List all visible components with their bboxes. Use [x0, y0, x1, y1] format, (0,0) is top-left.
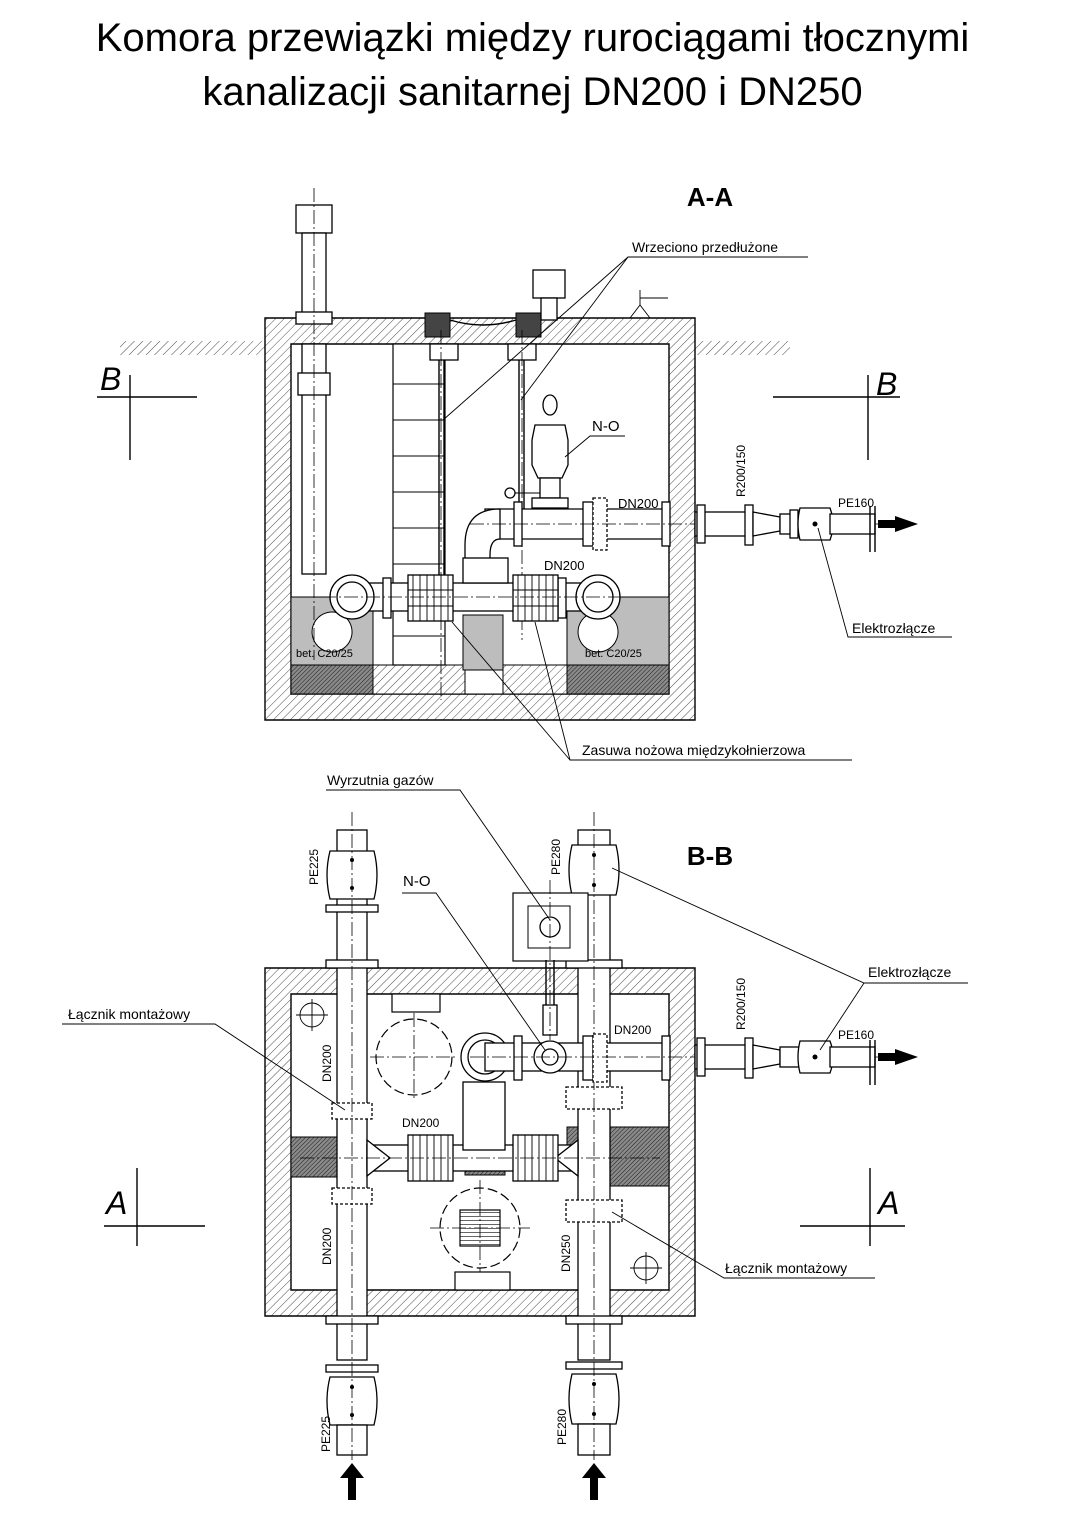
no-leader-bb	[402, 892, 546, 1051]
vent-pipe-aa	[295, 188, 333, 660]
gas-vent-label: Wyrzutnia gazów	[327, 772, 434, 788]
no-label-aa: N-O	[592, 418, 620, 435]
pe280-bottom-label: PE280	[555, 1409, 569, 1445]
dn200-lower-label: DN200	[544, 558, 584, 573]
gas-vent-leader	[326, 789, 551, 921]
spindle-rods	[438, 360, 525, 580]
reducer-label-bb: R200/150	[734, 978, 748, 1030]
roof-hatches	[424, 269, 566, 700]
dn200-left-lower-label: DN200	[320, 1227, 334, 1265]
spindle-label: Wrzeciono przedłużone	[632, 239, 778, 255]
flow-arrow-bb	[878, 1049, 918, 1065]
dn200-upper-label: DN200	[618, 496, 658, 511]
cut-b-right: B	[876, 366, 897, 402]
electrofusion-label-bb: Elektrozłącze	[868, 964, 951, 980]
concrete-label-right: bet. C20/25	[585, 648, 642, 660]
ground-line	[120, 290, 790, 355]
cut-mark-b: B B	[97, 361, 900, 460]
cut-mark-a: A A	[104, 1168, 905, 1246]
outlet-pipe-aa: R200/150 PE160 Elektrozłącze	[694, 445, 952, 638]
coupler-left-label: Łącznik montażowy	[68, 1006, 190, 1022]
section-bb-heading: B-B	[687, 841, 733, 871]
inflow-arrow-left	[340, 1463, 364, 1500]
knife-valve-label: Zasuwa nożowa międzykołnierzowa	[582, 742, 806, 758]
coupler-right-leader	[611, 1211, 875, 1279]
plan-openings	[296, 993, 662, 1291]
flow-arrow-aa	[878, 516, 918, 532]
dn200-top-right-label: DN200	[614, 1023, 652, 1037]
no-valve-aa: N-O	[504, 394, 625, 509]
dn200-middle-label: DN200	[402, 1116, 440, 1130]
section-aa-heading: A-A	[687, 182, 733, 212]
page-title-line-1: Komora przewiązki między rurociągami tło…	[95, 16, 970, 60]
cut-a-left: A	[104, 1185, 127, 1221]
electrofusion-leader-bb	[611, 867, 968, 1051]
lower-pipe-dn200: DN200	[300, 557, 660, 671]
coupler-right-label: Łącznik montażowy	[725, 1260, 847, 1276]
section-bb: B-B	[62, 772, 968, 1500]
outlet-pipe-bb	[694, 1037, 918, 1085]
pe160-label-bb: PE160	[838, 1028, 874, 1042]
coupler-left-leader	[62, 1023, 346, 1111]
page-title-line-2: kanalizacji sanitarnej DN200 i DN250	[202, 70, 863, 114]
reducer-label-aa: R200/150	[734, 445, 748, 497]
cut-a-right: A	[876, 1185, 899, 1221]
chamber-walls-bb	[264, 967, 696, 1317]
no-label-bb: N-O	[403, 873, 431, 890]
pe160-label-aa: PE160	[838, 496, 874, 510]
pe225-top-label: PE225	[307, 849, 321, 885]
pe280-top-label: PE280	[549, 839, 563, 875]
electrofusion-label-aa: Elektrozłącze	[852, 620, 935, 636]
gas-vent-bb	[512, 880, 589, 1040]
section-aa: A-A bet. C20/25 bet. C20/25	[97, 182, 952, 761]
leaders-aa: Wrzeciono przedłużone Zasuwa nożowa międ…	[442, 239, 852, 761]
middle-pipe-dn200	[300, 1081, 660, 1182]
concrete-label-left: bet. C20/25	[296, 648, 353, 660]
dn250-label: DN250	[559, 1234, 573, 1272]
inflow-arrow-right	[582, 1463, 606, 1500]
pe225-bottom-label: PE225	[319, 1416, 333, 1452]
cut-b-left: B	[100, 361, 121, 397]
left-vertical-pipe	[325, 812, 379, 1500]
dn200-left-upper-label: DN200	[320, 1044, 334, 1082]
